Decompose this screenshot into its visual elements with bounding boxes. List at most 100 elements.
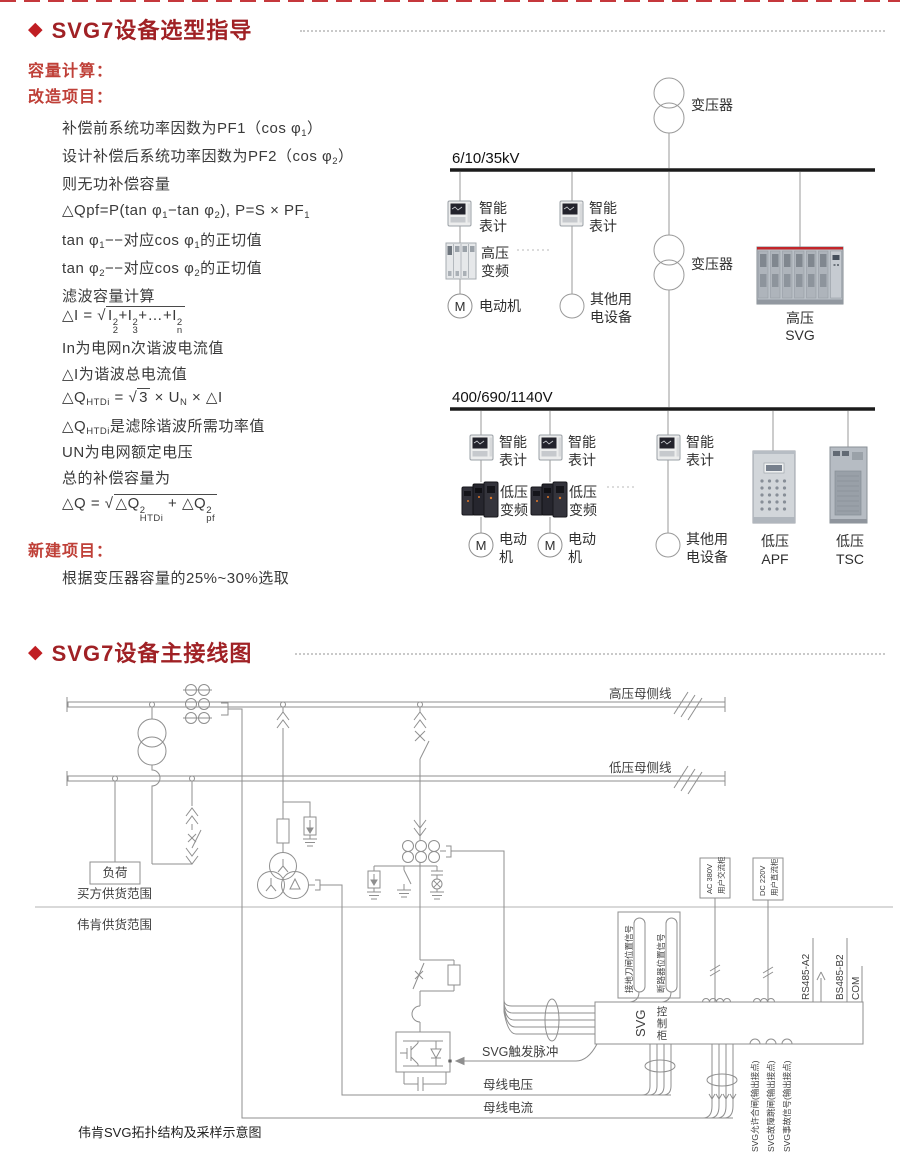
bus-voltage-path — [320, 884, 671, 1096]
svg-cabinet-label-en: SVG — [633, 1010, 648, 1037]
formula-line: 则无功补偿容量 — [62, 176, 171, 193]
capacity-header: 容量计算： — [28, 63, 114, 80]
formula-line: △QHTDi = √3 × UN × △I — [62, 388, 223, 408]
bus-current-path — [221, 702, 733, 1119]
precharge-circuit — [412, 959, 461, 1006]
output-trip-label: SVG故障跳闸(输出接点) — [766, 1060, 776, 1152]
formula-line: In为电网n次谐波电流值 — [62, 340, 224, 357]
lv-tsc-cabinet-image — [829, 446, 868, 524]
smart-meter-label: 智能 — [479, 200, 507, 216]
pt-branch — [257, 707, 321, 899]
transformer-label: 变压器 — [691, 256, 733, 272]
smart-meter-icon — [538, 434, 563, 461]
smart-meter-label: 智能 — [589, 200, 617, 216]
lv-vfd-label: 变频 — [500, 502, 528, 518]
hv-svg-label: 高压 — [786, 310, 814, 326]
formula-line: 滤波容量计算 — [62, 288, 156, 305]
formula-line: △I为谐波总电流值 — [62, 366, 188, 383]
lv-side-bus — [67, 775, 726, 782]
lv-apf-label: APF — [761, 551, 788, 567]
voltage-sampling-ct — [641, 1044, 676, 1096]
breaker-position-signal-label: 断路器位置信号 — [656, 933, 666, 993]
page-top-red-edge — [0, 0, 900, 2]
hv-side-bus-label: 高压母侧线 — [609, 686, 672, 701]
svg-control-cabinet-box — [594, 1001, 864, 1045]
svg-cabinet-label-cn: 制 — [657, 1017, 668, 1030]
lv-bus-label: 400/690/1140V — [452, 389, 553, 406]
cabinet-terminals — [702, 998, 793, 1045]
step-transformer — [137, 707, 192, 865]
dc-box-label: 用户直流柜 — [769, 858, 779, 896]
section2-title: SVG7设备主接线图 — [51, 641, 253, 666]
lv-vfd-icon — [461, 481, 499, 518]
dotted-rule — [295, 653, 885, 655]
rs485-label: RS485-A2 — [801, 953, 812, 1000]
diamond-icon: ◆ — [28, 641, 43, 663]
output-close-label: SVG允许合闸(输出接点) — [750, 1060, 760, 1152]
hv-vfd-icon — [445, 242, 477, 280]
lv-vfd-icon — [530, 481, 568, 518]
trigger-pulse-label: SVG触发脉冲 — [482, 1044, 558, 1059]
formula-line: 总的补偿容量为 — [62, 470, 171, 487]
hv-svg-cabinet-image — [756, 246, 844, 305]
formula-line: △Qpf=P(tan φ1−tan φ2), P=S × PF1 — [62, 202, 310, 221]
earth-knife-signal-label: 接地刀闸位置信号 — [624, 925, 634, 993]
new-project-header: 新建项目： — [28, 543, 114, 560]
buyer-scope-label: 买方供货范围 — [77, 886, 152, 901]
smart-meter-label: 智能 — [499, 434, 527, 450]
hv-svg-label: SVG — [785, 327, 815, 343]
bus-voltage-label: 母线电压 — [483, 1078, 533, 1092]
motor-letter: M — [455, 299, 466, 314]
formula-line: tan φ1−−对应cos φ1的正切值 — [62, 232, 263, 251]
section1-title: SVG7设备选型指导 — [51, 18, 253, 43]
lv-apf-cabinet-image — [752, 450, 796, 524]
bus-current-label: 母线电流 — [483, 1101, 534, 1115]
formula-line: 补偿前系统功率因数为PF1（cos φ1） — [62, 120, 323, 139]
smart-meter-label: 智能 — [686, 434, 714, 450]
dc-user-box — [752, 857, 784, 901]
output-fault-label: SVG事故信号(输出接点) — [782, 1060, 792, 1152]
motor-letter: M — [545, 538, 556, 553]
grounding-group — [367, 865, 444, 900]
hv-vfd-label: 变频 — [481, 263, 509, 279]
hv-side-bus — [67, 701, 726, 708]
smart-meter-icon — [447, 200, 472, 227]
current-sampling-ct — [702, 1044, 738, 1119]
ac-box-label: AC 380V — [705, 864, 714, 894]
smart-meter-label: 表计 — [589, 218, 617, 234]
smart-meter-icon — [559, 200, 584, 227]
retrofit-header: 改造项目： — [28, 89, 114, 106]
lv-tsc-label: TSC — [836, 551, 864, 567]
motor-label: 电动 — [568, 531, 596, 547]
weiken-scope-label: 伟肯供货范围 — [77, 917, 152, 932]
load-box — [89, 861, 141, 885]
smart-meter-label: 表计 — [499, 452, 527, 468]
position-signal-box — [617, 911, 681, 1003]
section1-title-row: ◆ SVG7设备选型指导 — [28, 13, 252, 45]
bus-ct-symbols — [183, 684, 212, 724]
bs485-label: BS485-B2 — [835, 954, 846, 1000]
hv-vfd-label: 高压 — [481, 245, 509, 261]
smart-meter-label: 智能 — [568, 434, 596, 450]
lv-vfd-label: 低压 — [500, 484, 528, 500]
lv-tsc-label: 低压 — [836, 533, 864, 549]
svg-cabinet-label-cn: 控 — [657, 1005, 668, 1018]
lv-side-bus-label: 低压母侧线 — [609, 761, 672, 775]
formula-line: tan φ2−−对应cos φ2的正切值 — [62, 260, 263, 279]
svg-cabinet-label-cn: 柜 — [657, 1029, 668, 1042]
dotted-rule — [300, 30, 885, 32]
ac-box-label: 用户交流柜 — [716, 856, 726, 894]
main-wiring-diagram: 高压母侧线 低压母侧线 负荷 买方供货范围 伟肯供货范围 SVG触发脉冲 母线电… — [35, 684, 893, 1152]
formula-line: UN为电网额定电压 — [62, 444, 194, 461]
selection-diagram: 6/10/35kV 400/690/1140V 变压器 变压器 智能 表计 智能… — [445, 77, 875, 567]
other-load-label: 电设备 — [590, 309, 632, 325]
load-label: 负荷 — [102, 866, 127, 880]
hv-bus-label: 6/10/35kV — [452, 150, 520, 167]
smart-meter-label: 表计 — [686, 452, 714, 468]
lv-apf-label: 低压 — [761, 533, 789, 549]
diamond-icon: ◆ — [28, 18, 43, 40]
new-project-note: 根据变压器容量的25%~30%选取 — [62, 570, 290, 587]
